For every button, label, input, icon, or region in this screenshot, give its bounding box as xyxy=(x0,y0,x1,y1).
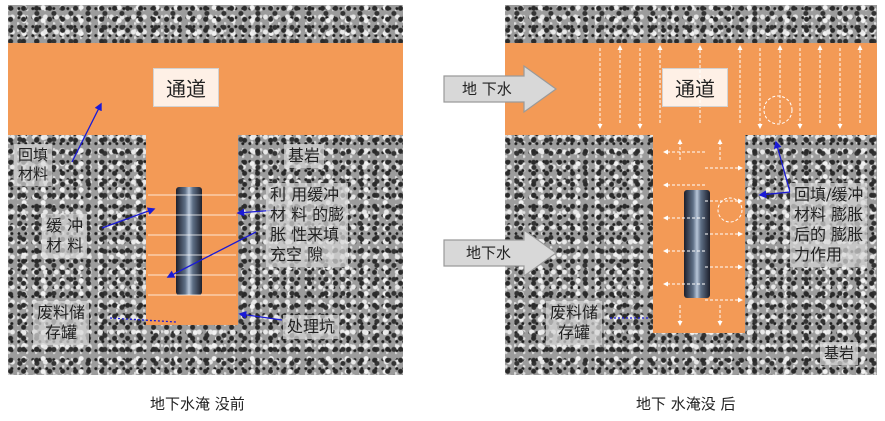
right-canister-label: 废料储 存罐 xyxy=(546,301,603,345)
groundwater-arrow-mid xyxy=(443,228,558,278)
right-waste-canister xyxy=(684,190,710,298)
buffer-layer-lines xyxy=(148,194,236,296)
left-bedrock-label: 基岩 xyxy=(284,144,325,168)
swelling-fill-label: 利 用缓冲 材 料 的膨 胀 性来填 充空 隙 xyxy=(266,183,349,267)
buffer-material-label: 缓 冲 材 料 xyxy=(42,214,88,258)
disposal-pit-label: 处理坑 xyxy=(283,315,340,339)
groundwater-label-top: 地 下水 xyxy=(462,80,512,98)
groundwater-label-mid: 地下水 xyxy=(466,244,512,262)
tunnel-swelling-arrows xyxy=(597,45,863,129)
swelling-action-label: 回填/缓冲 材料 膨胀 后的 膨胀 力作用 xyxy=(790,183,868,267)
groundwater-arrow-top xyxy=(443,64,558,114)
pit-swelling-arrows xyxy=(663,139,743,326)
backfill-material-label: 回填 材料 xyxy=(14,144,53,186)
after-flooding-caption: 地下 水淹没 后 xyxy=(636,395,736,413)
left-pointer-arrows xyxy=(71,102,283,323)
left-canister-label: 废料储 存罐 xyxy=(33,301,90,345)
right-tunnel-label: 通道 xyxy=(662,68,728,107)
right-bedrock-label: 基岩 xyxy=(820,342,859,365)
left-waste-canister xyxy=(176,187,202,295)
left-tunnel-label: 通道 xyxy=(153,68,219,107)
right-pointer-arrows xyxy=(610,140,791,319)
before-flooding-caption: 地下水淹 没前 xyxy=(150,395,245,413)
